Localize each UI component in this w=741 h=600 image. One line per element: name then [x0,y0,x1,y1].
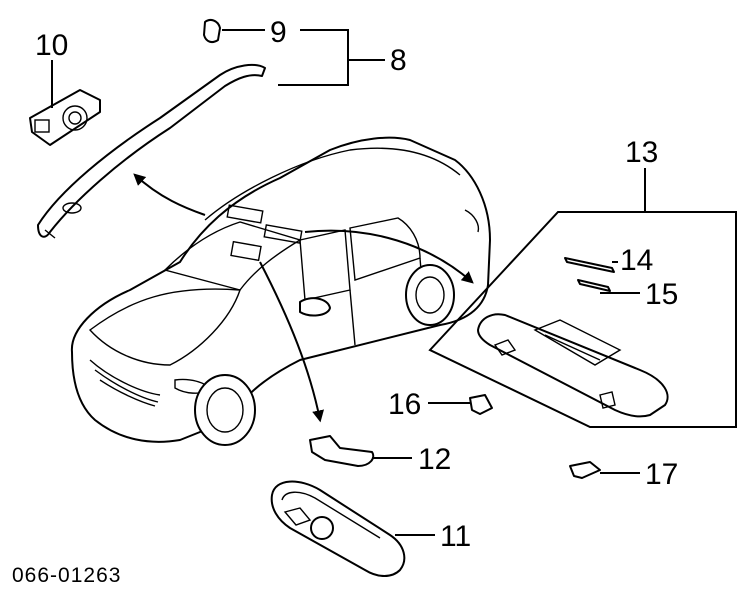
strip-part-14 [564,257,615,273]
clip-part-16 [469,394,493,415]
callout-16: 16 [388,388,421,421]
arrow-to-grip [133,173,206,216]
drawing-code: 066-01263 [12,564,121,587]
callout-10: 10 [35,29,68,62]
cover-part-17 [569,461,601,479]
callout-8: 8 [390,44,407,77]
callout-12: 12 [418,443,451,476]
rearview-mirror-part [270,480,406,577]
car-illustration [70,136,491,446]
clip-part-9 [203,19,221,44]
lamp-part-12 [309,435,375,467]
strip-part-15 [577,279,611,292]
arrow-to-visor [304,229,474,284]
sunvisor-box [428,211,737,428]
callout-11: 11 [440,520,471,553]
callout-14: 14 [620,244,653,277]
callout-13: 13 [625,136,658,169]
callout-17: 17 [645,458,678,491]
arrow-to-mirror [259,261,324,423]
assist-grip-part [37,63,266,239]
callout-9: 9 [270,16,287,49]
sun-visor-part [477,313,669,418]
map-lamp-part [29,89,101,146]
callout-15: 15 [645,278,678,311]
bracket-8 [278,29,385,86]
